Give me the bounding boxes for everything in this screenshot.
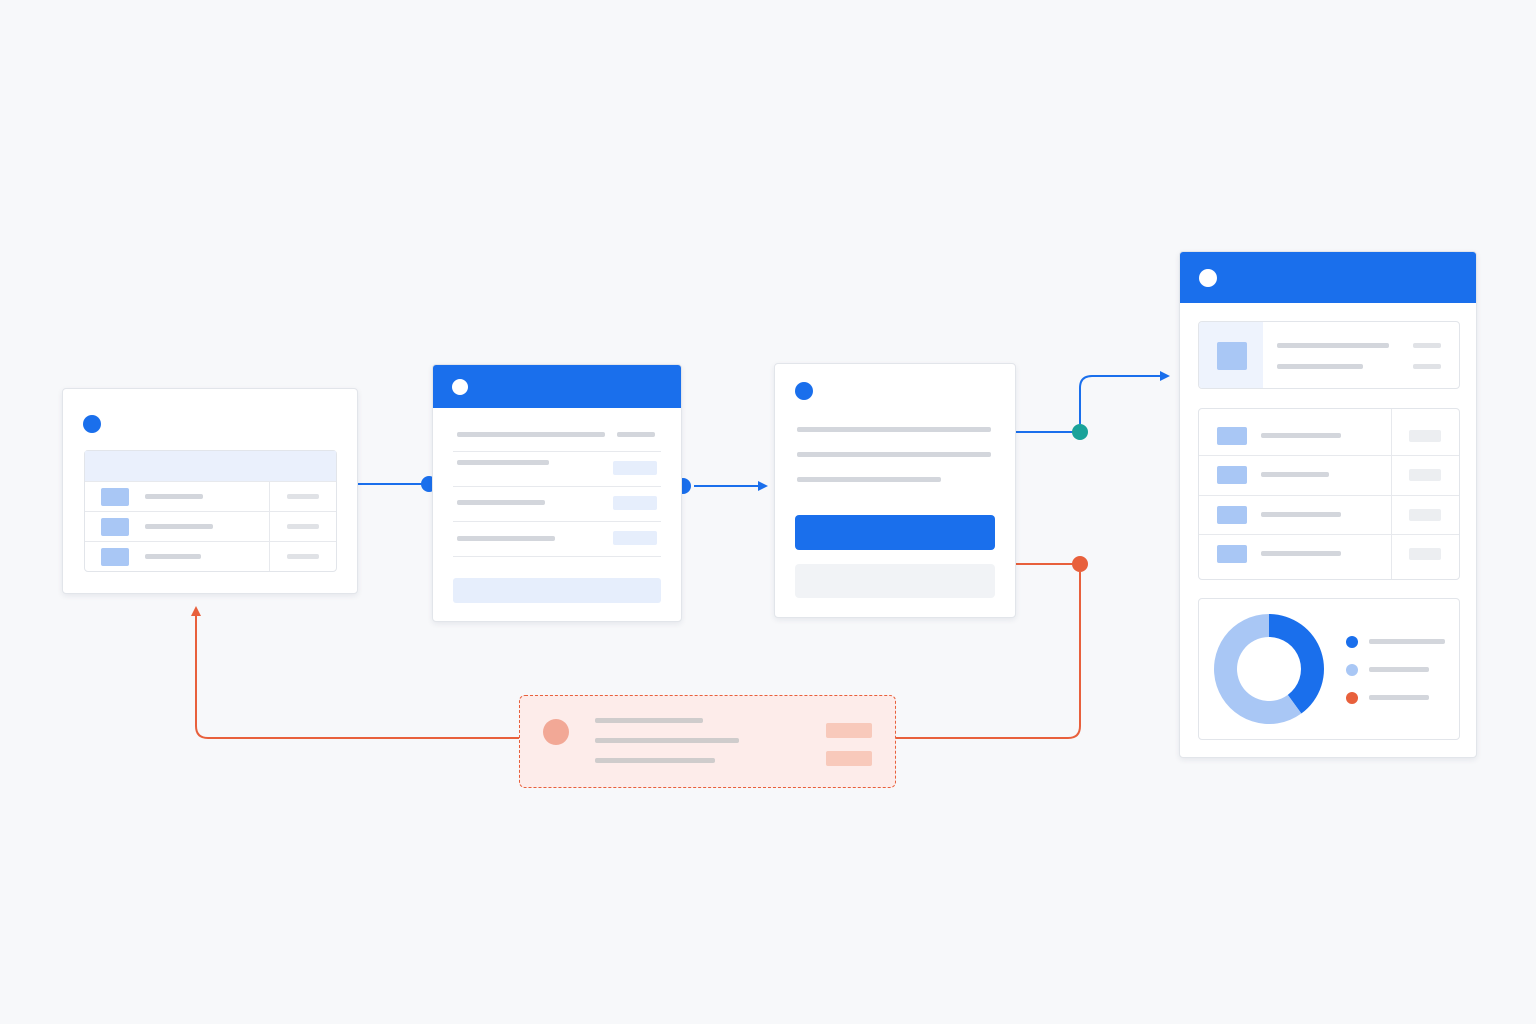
row-text-placeholder: [145, 554, 201, 559]
form-footer-button[interactable]: [453, 578, 661, 603]
error-text-placeholder: [595, 738, 739, 743]
legend-label-placeholder: [1369, 639, 1445, 644]
text-line-placeholder: [797, 477, 941, 482]
text-line-placeholder: [797, 452, 991, 457]
field-input[interactable]: [613, 531, 657, 545]
step2-form-card[interactable]: [432, 364, 682, 622]
row-divider: [1199, 534, 1459, 535]
chart-panel: [1198, 598, 1460, 740]
column-divider: [1391, 409, 1392, 579]
card-header: [433, 365, 681, 408]
item-thumbnail: [1217, 545, 1247, 563]
item-thumbnail: [1217, 427, 1247, 445]
legend-label-placeholder: [1369, 667, 1429, 672]
item-value-placeholder: [1409, 430, 1441, 442]
error-icon: [543, 719, 569, 745]
summary-meta-placeholder: [1413, 343, 1441, 348]
item-text-placeholder: [1261, 551, 1341, 556]
result-dashboard-card[interactable]: [1179, 251, 1477, 758]
field-input[interactable]: [613, 461, 657, 475]
row-divider: [1199, 455, 1459, 456]
table-header: [85, 451, 336, 481]
step3-action-card[interactable]: [774, 363, 1016, 618]
row-value-placeholder: [287, 524, 319, 529]
error-text-placeholder: [595, 718, 703, 723]
summary-panel[interactable]: [1198, 321, 1460, 389]
item-value-placeholder: [1409, 469, 1441, 481]
summary-thumbnail: [1217, 342, 1247, 370]
card-header: [1180, 252, 1476, 303]
row-text-placeholder: [145, 494, 203, 499]
text-line-placeholder: [797, 427, 991, 432]
item-thumbnail: [1217, 466, 1247, 484]
row-divider: [1199, 495, 1459, 496]
legend-dot: [1346, 664, 1358, 676]
dot-icon: [452, 379, 468, 395]
donut-slice-0: [1269, 614, 1324, 714]
row-thumbnail: [101, 518, 129, 536]
row-value-placeholder: [287, 554, 319, 559]
list-panel: [1198, 408, 1460, 580]
donut-slice-1: [1214, 614, 1302, 724]
legend-label-placeholder: [1369, 695, 1429, 700]
dot-icon: [795, 382, 813, 400]
item-text-placeholder: [1261, 433, 1341, 438]
error-tag: [826, 723, 872, 738]
row-divider: [453, 556, 661, 557]
summary-title-placeholder: [1277, 343, 1389, 348]
row-divider: [85, 481, 336, 482]
item-text-placeholder: [1261, 512, 1341, 517]
column-divider: [269, 481, 270, 571]
donut-chart-icon: [1214, 614, 1324, 724]
row-thumbnail: [101, 488, 129, 506]
form-meta-placeholder: [617, 432, 655, 437]
error-text-placeholder: [595, 758, 715, 763]
data-table: [84, 450, 337, 572]
row-divider: [453, 521, 661, 522]
item-text-placeholder: [1261, 472, 1329, 477]
field-label-placeholder: [457, 500, 545, 505]
secondary-button[interactable]: [795, 564, 995, 598]
dot-icon: [1072, 556, 1088, 572]
row-thumbnail: [101, 548, 129, 566]
dot-icon: [1199, 269, 1217, 287]
row-divider: [453, 486, 661, 487]
summary-meta-placeholder: [1413, 364, 1441, 369]
field-input[interactable]: [613, 496, 657, 510]
row-value-placeholder: [287, 494, 319, 499]
error-card[interactable]: [519, 695, 896, 788]
row-divider: [453, 451, 661, 452]
form-title-placeholder: [457, 432, 605, 437]
primary-button[interactable]: [795, 515, 995, 550]
dot-icon: [1072, 424, 1088, 440]
legend-dot: [1346, 692, 1358, 704]
dot-icon: [83, 415, 101, 433]
connector-error-step1: [191, 606, 519, 739]
summary-subtitle-placeholder: [1277, 364, 1363, 369]
connector-branch-up: [1079, 371, 1170, 424]
row-divider: [85, 511, 336, 512]
item-value-placeholder: [1409, 548, 1441, 560]
row-text-placeholder: [145, 524, 213, 529]
error-tag: [826, 751, 872, 766]
item-value-placeholder: [1409, 509, 1441, 521]
row-divider: [85, 541, 336, 542]
field-label-placeholder: [457, 536, 555, 541]
field-label-placeholder: [457, 460, 549, 465]
step1-table-card[interactable]: [62, 388, 358, 594]
legend-dot: [1346, 636, 1358, 648]
item-thumbnail: [1217, 506, 1247, 524]
